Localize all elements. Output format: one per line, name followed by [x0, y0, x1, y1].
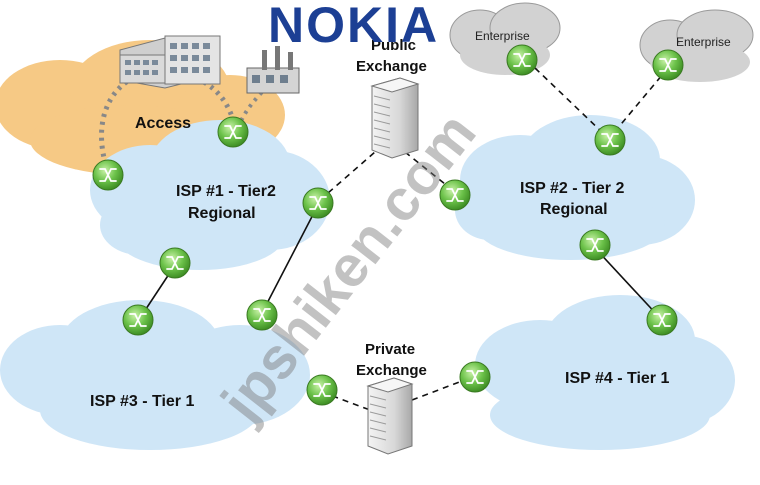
router-icon: [439, 179, 471, 211]
isp3-cloud: [0, 300, 310, 450]
enterprise-left-cloud: [449, 2, 561, 75]
access-link-left: [99, 67, 161, 173]
router-icon: [652, 49, 684, 81]
link-isp1-public: [319, 151, 376, 201]
router-icon: [92, 159, 124, 191]
isp4-label: ISP #4 - Tier 1: [565, 370, 669, 387]
isp1-label-line2: Regional: [188, 205, 256, 222]
enterprise-right-label: Enterprise: [676, 35, 731, 49]
nokia-logo: NOKIA: [268, 0, 439, 53]
router-icon: [646, 304, 678, 336]
router-icon: [159, 247, 191, 279]
private-exchange-label-line2: Exchange: [356, 362, 427, 379]
factory-icon: [246, 46, 300, 94]
isp2-label-line2: Regional: [540, 201, 608, 218]
access-link-factory: [236, 90, 264, 129]
isp3-label: ISP #3 - Tier 1: [90, 393, 194, 410]
router-icon: [246, 299, 278, 331]
isp1-label-line1: ISP #1 - Tier2: [176, 183, 276, 200]
enterprise-right-cloud: [639, 9, 754, 82]
private-exchange-server-icon: [366, 377, 414, 455]
enterprise-left-label: Enterprise: [475, 29, 530, 43]
router-icon: [306, 374, 338, 406]
router-icon: [302, 187, 334, 219]
access-label: Access: [135, 115, 191, 132]
office-building-icon: [119, 35, 221, 89]
router-icon: [579, 229, 611, 261]
isp2-label-line1: ISP #2 - Tier 2: [520, 180, 624, 197]
link-isp1-isp3-b: [261, 204, 319, 314]
isp1-cloud: [90, 120, 330, 270]
router-icon: [459, 361, 491, 393]
router-icon: [506, 44, 538, 76]
public-exchange-server-icon: [370, 77, 420, 159]
router-icon: [594, 124, 626, 156]
router-icon: [122, 304, 154, 336]
public-exchange-label-line2: Exchange: [356, 58, 427, 75]
private-exchange-label-line1: Private: [365, 341, 415, 358]
link-isp2-isp4: [594, 247, 661, 319]
public-exchange-label-line1: Public: [371, 37, 416, 54]
link-isp3-private: [321, 391, 371, 411]
link-isp2-ent-right: [611, 67, 669, 136]
router-icon: [217, 116, 249, 148]
link-isp2-ent-left: [534, 67, 606, 136]
